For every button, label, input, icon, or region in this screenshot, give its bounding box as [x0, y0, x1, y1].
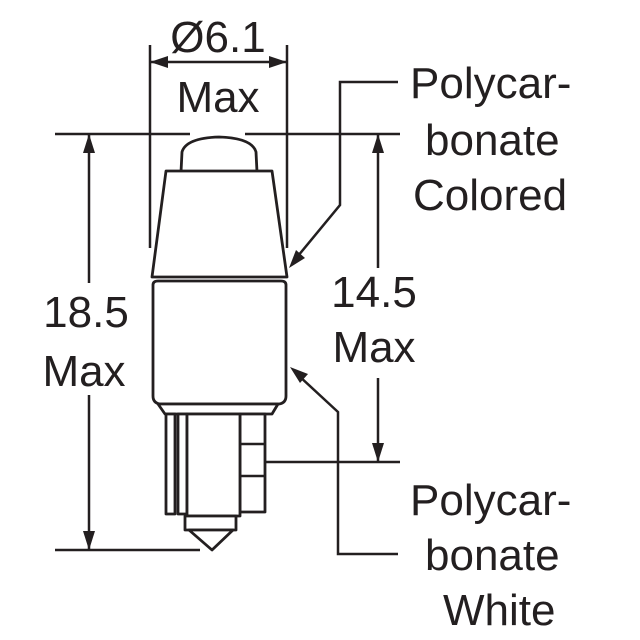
- diameter-arrow-right: [269, 56, 287, 68]
- diameter-qualifier: Max: [176, 73, 259, 122]
- callout-bottom-arrowhead: [290, 367, 308, 383]
- body-height-arrow-bottom: [372, 443, 384, 462]
- callout-top-line3: Colored: [413, 171, 567, 220]
- overall-height-arrow-bottom: [83, 531, 95, 550]
- callout-bottom-line2: bonate: [425, 531, 560, 580]
- callout-top-line2: bonate: [425, 116, 560, 165]
- callout-top-leader: [292, 80, 398, 263]
- terminal-block: [238, 412, 267, 514]
- base-rim: [183, 514, 238, 532]
- contact-tip: [187, 528, 235, 552]
- terminal-pin-left: [164, 412, 177, 516]
- callout-bottom-material: Polycar- bonate White: [290, 367, 571, 635]
- diameter-dimension: Ø6.1 Max: [148, 13, 289, 248]
- dome-lens: [179, 135, 259, 174]
- diameter-arrow-left: [150, 56, 168, 68]
- white-body: [151, 279, 288, 406]
- body-height-qualifier: Max: [332, 323, 415, 372]
- lamp-component: [150, 135, 289, 552]
- body-height-dimension: 14.5 Max: [265, 134, 417, 464]
- body-height-arrow-top: [372, 134, 384, 153]
- overall-height-qualifier: Max: [42, 347, 125, 396]
- overall-height-dimension: 18.5 Max: [42, 132, 400, 552]
- callout-top-arrowhead: [289, 250, 305, 268]
- body-height-value: 14.5: [331, 268, 417, 317]
- overall-height-arrow-top: [83, 134, 95, 153]
- callout-bottom-line3: White: [443, 586, 555, 635]
- collar: [156, 402, 280, 416]
- callout-top-line1: Polycar-: [410, 59, 571, 108]
- base-block: [185, 412, 242, 518]
- callout-top-material: Polycar- bonate Colored: [289, 59, 571, 268]
- callout-bottom-leader: [297, 374, 398, 556]
- colored-cap: [150, 169, 289, 279]
- diameter-value: Ø6.1: [170, 13, 265, 62]
- callout-bottom-line1: Polycar-: [410, 476, 571, 525]
- overall-height-value: 18.5: [43, 288, 129, 337]
